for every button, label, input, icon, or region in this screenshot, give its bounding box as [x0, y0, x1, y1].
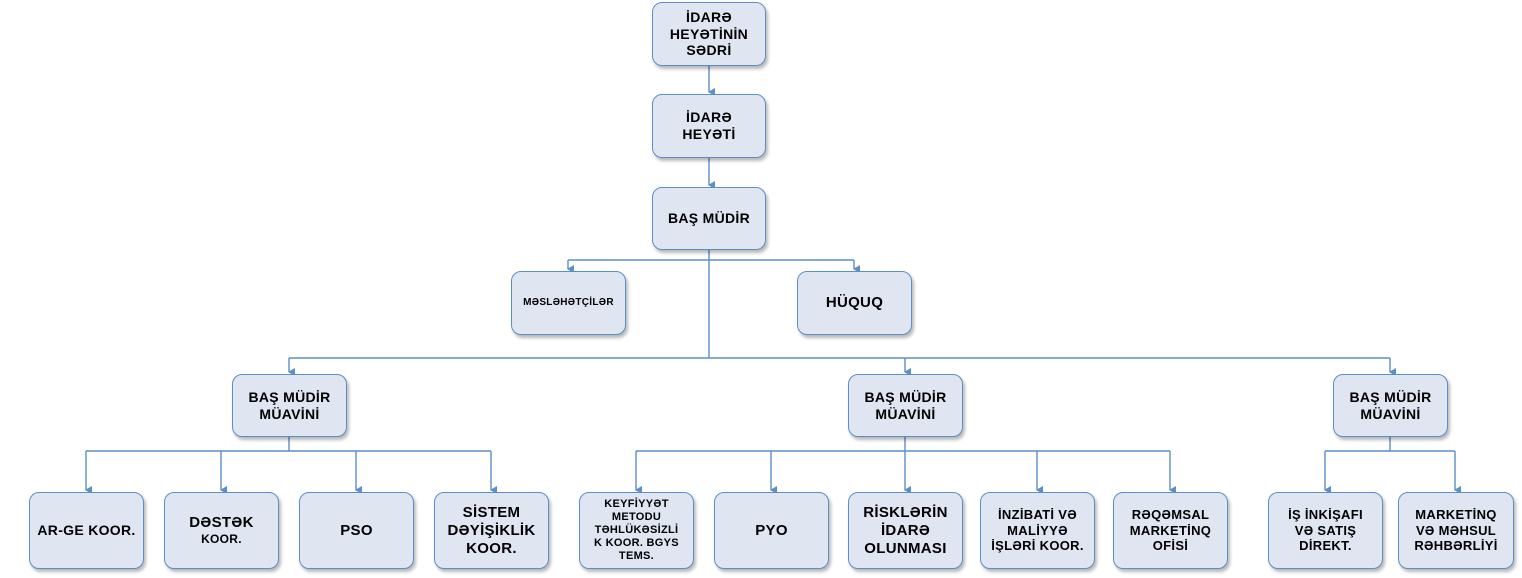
node-ceo: BAŞ MÜDİR: [652, 187, 766, 250]
node-risk: RİSKLƏRİN İDARƏ OLUNMASI: [848, 492, 963, 569]
node-deputy-right-label: BAŞ MÜDİR MÜAVİNİ: [1349, 388, 1432, 422]
node-digital-marketing-label: RƏQƏMSAL MARKETİNQ OFİSİ: [1129, 507, 1212, 554]
node-advisors: MƏSLƏHƏTÇİLƏR: [511, 271, 626, 335]
node-risk-label: RİSKLƏRİN İDARƏ OLUNMASI: [863, 503, 948, 557]
node-pso-label: PSO: [340, 521, 373, 539]
node-deputy-right: BAŞ MÜDİR MÜAVİNİ: [1333, 374, 1448, 437]
node-advisors-label: MƏSLƏHƏTÇİLƏR: [523, 297, 614, 308]
node-deputy-left-label: BAŞ MÜDİR MÜAVİNİ: [248, 388, 331, 422]
node-business-dev-label: İŞ İNKİŞAFI VƏ SATIŞ DİREKT.: [1288, 507, 1363, 554]
node-board-label: İDARƏ HEYƏTİ: [682, 109, 736, 142]
node-quality: KEYFİYYƏT METODU TƏHLÜKƏSİZLİ K KOOR. BG…: [579, 492, 694, 569]
node-support-sublabel: KOOR.: [201, 532, 242, 547]
node-support: DƏSTƏK KOOR.: [164, 492, 279, 569]
node-admin-finance: İNZİBATİ VƏ MALİYYƏ İŞLƏRİ KOOR.: [980, 492, 1095, 569]
node-deputy-center: BAŞ MÜDİR MÜAVİNİ: [848, 374, 963, 437]
node-pso: PSO: [299, 492, 414, 569]
node-deputy-center-label: BAŞ MÜDİR MÜAVİNİ: [864, 388, 947, 422]
node-legal: HÜQUQ: [797, 271, 912, 335]
node-rnd: AR-GE KOOR.: [29, 492, 144, 569]
node-marketing-product-label: MARKETİNQ VƏ MƏHSUL RƏHBƏRLİYİ: [1414, 507, 1498, 554]
node-pyo-label: PYO: [755, 521, 788, 539]
node-business-dev: İŞ İNKİŞAFI VƏ SATIŞ DİREKT.: [1268, 492, 1383, 569]
node-legal-label: HÜQUQ: [825, 294, 884, 311]
node-pyo: PYO: [714, 492, 829, 569]
node-deputy-left: BAŞ MÜDİR MÜAVİNİ: [232, 374, 347, 437]
node-chairman: İDARƏ HEYƏTİNİN SƏDRİ: [652, 2, 766, 66]
node-quality-label: KEYFİYYƏT METODU TƏHLÜKƏSİZLİ K KOOR. BG…: [594, 497, 679, 563]
node-rnd-label: AR-GE KOOR.: [37, 522, 136, 539]
node-admin-finance-label: İNZİBATİ VƏ MALİYYƏ İŞLƏRİ KOOR.: [991, 507, 1084, 554]
node-marketing-product: MARKETİNQ VƏ MƏHSUL RƏHBƏRLİYİ: [1398, 492, 1514, 569]
node-chairman-label: İDARƏ HEYƏTİNİN SƏDRİ: [669, 8, 749, 59]
node-ceo-label: BAŞ MÜDİR: [667, 210, 751, 227]
node-support-label: DƏSTƏK: [189, 514, 254, 532]
node-board: İDARƏ HEYƏTİ: [652, 94, 766, 158]
node-digital-marketing: RƏQƏMSAL MARKETİNQ OFİSİ: [1113, 492, 1228, 569]
node-system-change: SİSTEM DƏYİŞİKLİK KOOR.: [434, 492, 549, 569]
node-system-change-label: SİSTEM DƏYİŞİKLİK KOOR.: [447, 503, 536, 557]
